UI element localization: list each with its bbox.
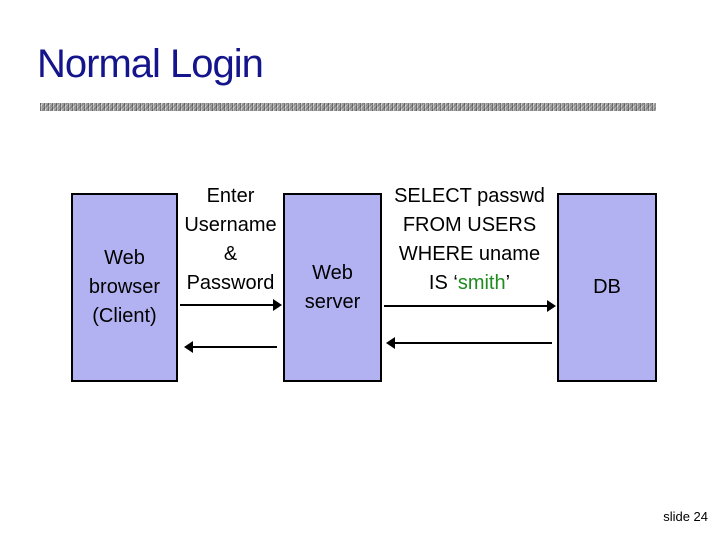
arrow-server-to-browser: [184, 340, 277, 354]
arrow-head-left-icon: [386, 337, 395, 349]
message-line: Username: [184, 214, 277, 236]
message-line: FROM USERS: [402, 214, 537, 236]
message-line: SELECT passwd: [394, 185, 545, 207]
arrow-server-to-db: [384, 299, 556, 313]
message-line: WHERE uname: [398, 243, 541, 265]
box-db: DB: [557, 193, 657, 382]
slide-title: Normal Login: [37, 42, 264, 86]
message-line: Enter: [206, 185, 255, 207]
message-line: Password: [186, 272, 275, 294]
box-label-line: browser: [88, 276, 161, 298]
sql-username-value: smith: [457, 272, 506, 294]
message-sql-query: SELECT passwd FROM USERS WHERE uname IS …: [382, 182, 557, 298]
title-divider: [40, 103, 656, 111]
box-web-server: Web server: [283, 193, 382, 382]
message-line-sql-value: IS ‘smith’: [382, 269, 557, 298]
box-web-browser: Web browser (Client): [71, 193, 178, 382]
box-label-line: server: [304, 290, 361, 313]
message-line: &: [223, 243, 238, 265]
arrow-browser-to-server: [180, 298, 282, 312]
slide-number: slide 24: [663, 509, 708, 524]
arrow-head-right-icon: [547, 300, 556, 312]
arrow-shaft: [393, 342, 552, 344]
arrow-head-right-icon: [273, 299, 282, 311]
box-label-line: Web: [104, 247, 145, 269]
message-enter-credentials: Enter Username & Password: [176, 182, 285, 298]
arrow-shaft: [191, 346, 277, 348]
arrow-head-left-icon: [184, 341, 193, 353]
arrow-db-to-server: [386, 336, 552, 350]
arrow-shaft: [384, 305, 549, 307]
box-label-line: (Client): [92, 305, 157, 327]
sql-suffix: ’: [505, 272, 511, 294]
sql-prefix: IS ‘: [428, 272, 458, 294]
box-label-line: Web: [312, 261, 353, 284]
box-label-line: DB: [593, 276, 621, 298]
arrow-shaft: [180, 304, 275, 306]
